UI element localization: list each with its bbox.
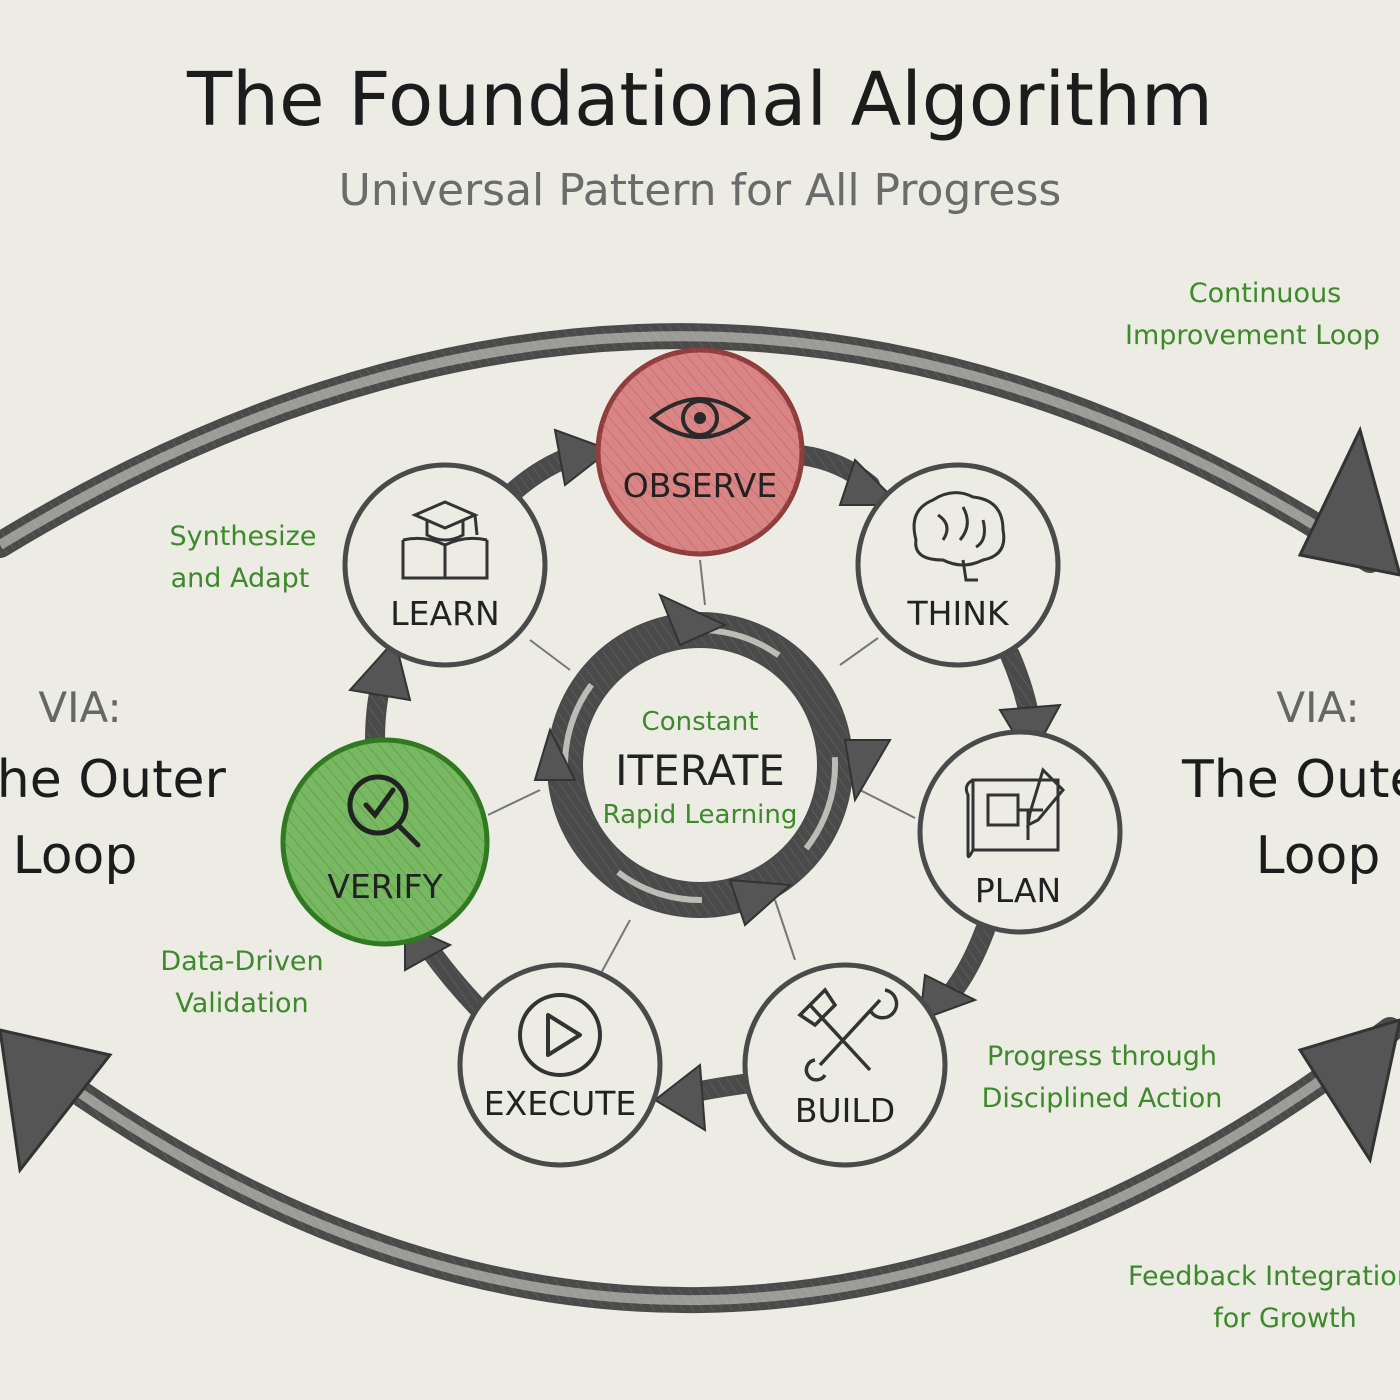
node-plan: PLAN <box>917 729 1123 935</box>
note-progress-line2: Disciplined Action <box>982 1083 1223 1114</box>
play-icon <box>518 993 602 1077</box>
node-plan-label: PLAN <box>975 871 1061 910</box>
center-bottom-label: Rapid Learning <box>603 800 798 830</box>
page-subtitle: Universal Pattern for All Progress <box>339 165 1062 216</box>
node-verify: VERIFY <box>280 737 490 947</box>
note-feedback-line1: Feedback Integration <box>1128 1261 1400 1292</box>
outer-left-line1: The Outer <box>0 750 227 810</box>
note-continuous-line2: Improvement Loop <box>1125 320 1380 351</box>
brain-icon <box>912 491 1006 582</box>
node-build: BUILD <box>742 962 948 1168</box>
outer-left-line2: Loop <box>13 826 138 886</box>
eye-icon <box>648 397 752 439</box>
note-data-driven-line2: Validation <box>175 988 308 1019</box>
node-execute-label: EXECUTE <box>484 1084 637 1123</box>
node-learn-label: LEARN <box>390 594 499 633</box>
center-top-label: Constant <box>642 707 759 737</box>
node-learn: LEARN <box>342 462 548 668</box>
node-think: THINK <box>855 462 1061 668</box>
outer-right-line1: The Outer <box>1181 750 1400 810</box>
note-synthesize-line2: and Adapt <box>171 563 310 594</box>
tools-icon <box>797 987 899 1082</box>
center-main-label: ITERATE <box>615 746 785 795</box>
node-verify-label: VERIFY <box>327 867 443 906</box>
node-think-label: THINK <box>906 594 1009 633</box>
node-build-label: BUILD <box>795 1091 895 1130</box>
outer-left-via: VIA: <box>38 683 121 732</box>
magnifier-check-icon <box>347 774 421 848</box>
outer-loop-top-arrow <box>0 323 1400 577</box>
connector-lines <box>487 559 916 976</box>
graduation-cap-icon <box>401 500 489 580</box>
blueprint-icon <box>964 767 1066 859</box>
note-progress-line1: Progress through <box>987 1041 1217 1072</box>
note-data-driven-line1: Data-Driven <box>160 946 323 977</box>
page-title: The Foundational Algorithm <box>186 57 1213 143</box>
node-observe: OBSERVE <box>595 347 805 557</box>
node-observe-label: OBSERVE <box>623 466 777 505</box>
node-execute: EXECUTE <box>457 962 663 1168</box>
outer-right-line2: Loop <box>1256 826 1381 886</box>
note-continuous-line1: Continuous <box>1189 278 1342 309</box>
note-feedback-line2: for Growth <box>1213 1303 1356 1334</box>
outer-right-via: VIA: <box>1276 683 1359 732</box>
iterate-cycle <box>533 593 892 927</box>
outer-loop-bottom-arrow <box>0 1017 1400 1314</box>
note-synthesize-line1: Synthesize <box>170 521 317 552</box>
